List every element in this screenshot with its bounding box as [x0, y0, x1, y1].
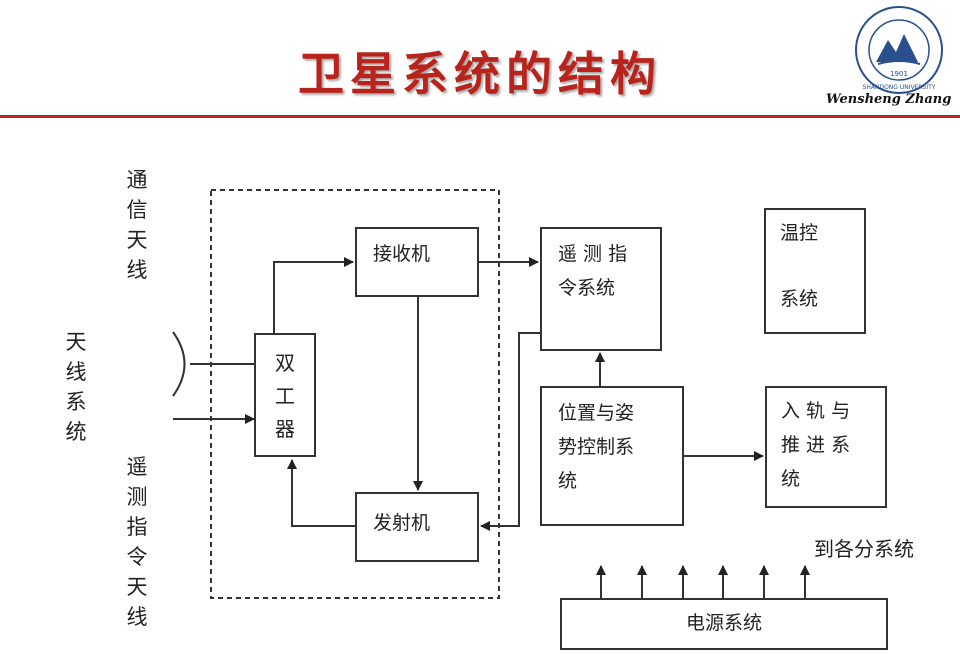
attitude-control-block: 位置与姿 势控制系 统	[540, 386, 684, 526]
orbit-label-2: 推 进 系	[781, 434, 851, 456]
attitude-label-3: 统	[558, 470, 578, 492]
power-label: 电源系统	[685, 612, 762, 634]
duplexer-block: 双工器	[254, 333, 316, 457]
transmitter-label: 发射机	[373, 512, 431, 534]
receiver-label: 接收机	[373, 243, 431, 265]
telecommand-label-1: 遥 测 指	[558, 243, 628, 265]
orbit-propulsion-block: 入 轨 与 推 进 系 统	[765, 386, 887, 508]
telecommand-block: 遥 测 指 令系统	[540, 227, 662, 351]
antenna-system-label: 天线系统	[65, 330, 87, 444]
receiver-block: 接收机	[355, 227, 479, 297]
thermal-label-1: 温控	[780, 222, 819, 244]
university-logo: 1901 SHANDONG UNIVERSITY	[855, 6, 943, 94]
logo-university: SHANDONG UNIVERSITY	[863, 84, 936, 91]
attitude-label-2: 势控制系	[558, 436, 635, 458]
thermal-label-2: 系统	[780, 288, 819, 310]
transmitter-block: 发射机	[355, 492, 479, 562]
page-title: 卫星系统的结构	[298, 47, 662, 101]
to-subsystems-label: 到各分系统	[814, 537, 914, 561]
telecommand-label-2: 令系统	[558, 277, 616, 299]
power-system-block: 电源系统	[560, 598, 888, 650]
author-name: Wensheng Zhang	[826, 92, 952, 107]
logo-year: 1901	[890, 70, 908, 78]
orbit-label-1: 入 轨 与	[781, 400, 851, 422]
comm-antenna-label: 通信天线	[126, 168, 148, 282]
thermal-control-block: 温控 系统	[764, 208, 866, 334]
orbit-label-3: 统	[781, 468, 801, 490]
duplexer-label: 双工器	[275, 351, 295, 441]
antenna-dish-icon	[172, 331, 186, 397]
title-divider	[0, 115, 960, 118]
rf-unit-frame	[210, 189, 500, 599]
attitude-label-1: 位置与姿	[558, 402, 635, 424]
telecommand-antenna-label: 遥测指令天线	[126, 455, 148, 629]
